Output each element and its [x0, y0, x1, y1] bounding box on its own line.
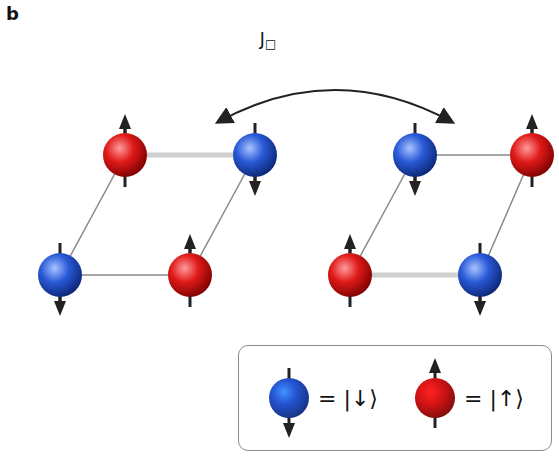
legend-box: = |↓⟩ = |↑⟩ [238, 345, 552, 451]
panel-label: b [6, 4, 19, 24]
legend-text: = |↑⟩ [464, 386, 524, 411]
right-plaquette [328, 114, 554, 316]
legend-swatch [269, 378, 309, 418]
exchange-arrow [218, 90, 452, 122]
spin-swatch [266, 353, 312, 443]
spin-swatch [412, 353, 458, 443]
left-plaquette [38, 114, 277, 316]
legend-swatch [415, 378, 455, 418]
coupling-label: J□ [260, 30, 276, 51]
legend-item: = |↑⟩ [412, 353, 524, 443]
legend-item: = |↓⟩ [266, 353, 378, 443]
legend-text: = |↓⟩ [318, 386, 378, 411]
